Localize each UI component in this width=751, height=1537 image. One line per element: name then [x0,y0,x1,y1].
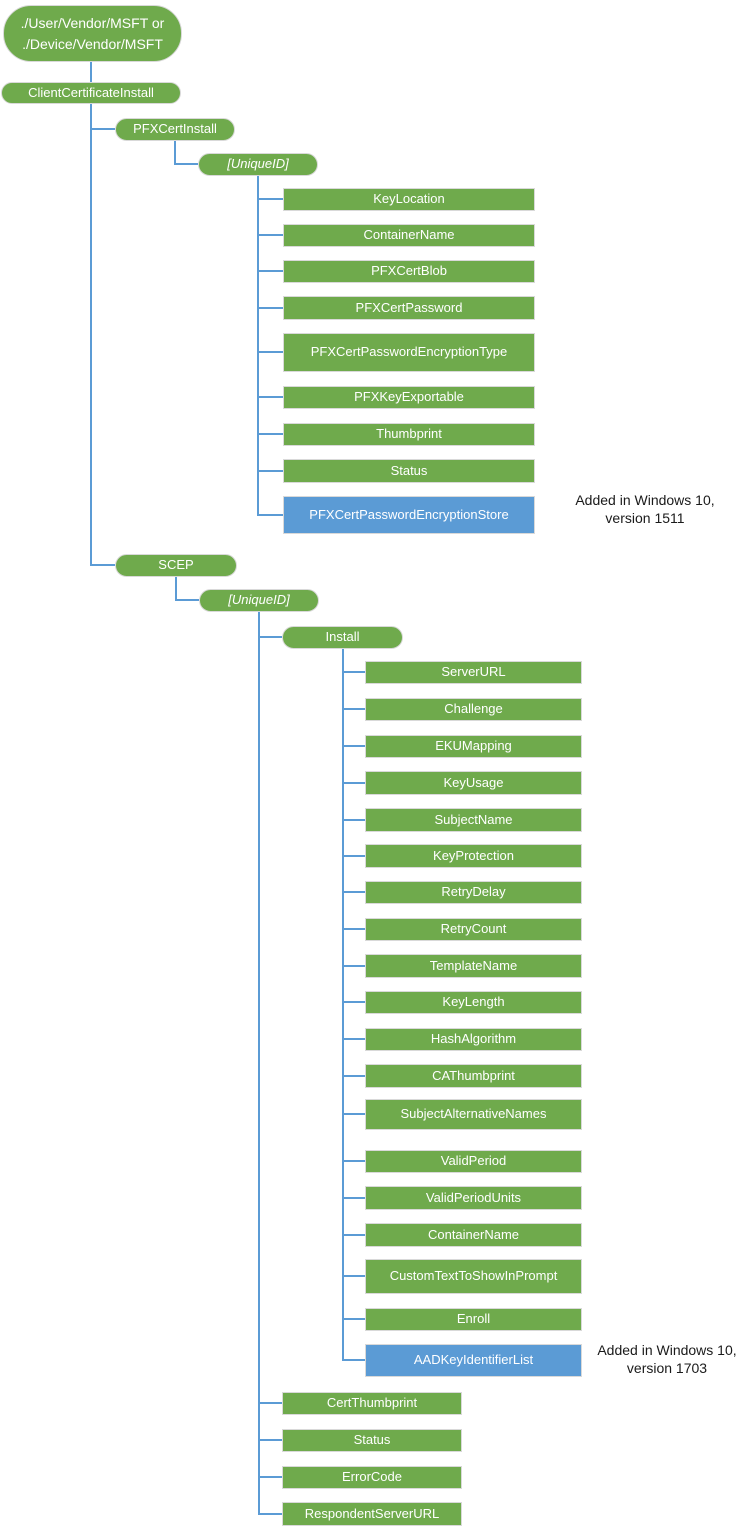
node-clientcertificateinstall: ClientCertificateInstall [1,82,181,104]
annotation-1511-line1: Added in Windows 10, [575,492,715,508]
node-enroll: Enroll [365,1308,582,1331]
node-challenge: Challenge [365,698,582,721]
connector-stub [257,514,283,516]
connector-stub [342,1001,365,1003]
node-root-path: ./User/Vendor/MSFT or ./Device/Vendor/MS… [3,5,182,62]
node-install: Install [282,626,403,649]
connector-stub-scep [90,564,115,566]
node-validperiodunits: ValidPeriodUnits [365,1186,582,1210]
connector-stub [342,1038,365,1040]
node-scep: SCEP [115,554,237,577]
connector-stub [258,1439,282,1441]
node-keylocation: KeyLocation [283,188,535,211]
connector-pfx-uniqueid-vertical [257,176,259,516]
annotation-1703-line2: version 1703 [626,1360,708,1377]
connector-stub [342,965,365,967]
connector-stub-scep-uniqueid [175,599,199,601]
connector-stub-pfxcertinstall [90,128,115,130]
connector-scep-drop [175,577,177,601]
connector-stub [342,671,365,673]
node-thumbprint: Thumbprint [283,423,535,446]
node-status-pfx: Status [283,459,535,483]
node-keyprotection: KeyProtection [365,844,582,868]
node-retrycount: RetryCount [365,918,582,941]
connector-stub [342,855,365,857]
node-hashalgorithm: HashAlgorithm [365,1028,582,1051]
connector-stub-pfx-uniqueid [174,163,198,165]
node-customtexttoshowinprompt: CustomTextToShowInPrompt [365,1259,582,1294]
node-serverurl: ServerURL [365,661,582,684]
connector-stub [257,307,283,309]
connector-stub [257,234,283,236]
connector-scep-uniqueid-vertical [258,612,260,1515]
node-pfxcertblob: PFXCertBlob [283,260,535,283]
connector-stub [342,782,365,784]
node-pfxcertinstall: PFXCertInstall [115,118,235,141]
root-path-line1: ./User/Vendor/MSFT or [20,15,165,32]
connector-stub [257,433,283,435]
connector-stub [342,1197,365,1199]
connector-stub [257,470,283,472]
connector-stub [342,1160,365,1162]
node-pfx-uniqueid: [UniqueID] [198,153,318,176]
connector-stub [257,396,283,398]
node-containername-pfx: ContainerName [283,224,535,247]
connector-stub [342,819,365,821]
annotation-added-1703: Added in Windows 10, version 1703 [583,1341,751,1377]
connector-stub [258,1402,282,1404]
node-pfxcertpasswordencryptiontype: PFXCertPasswordEncryptionType [283,333,535,372]
connector-stub [342,928,365,930]
connector-stub-install [258,636,282,638]
connector-stub [342,891,365,893]
node-certthumbprint: CertThumbprint [282,1392,462,1415]
annotation-1703-line1: Added in Windows 10, [597,1342,737,1358]
node-scep-uniqueid: [UniqueID] [199,589,319,612]
connector-stub [342,1359,365,1361]
connector-root-drop [90,62,92,82]
connector-stub [258,1476,282,1478]
connector-stub [257,198,283,200]
connector-stub [342,1234,365,1236]
connector-stub [342,1113,365,1115]
node-keyusage: KeyUsage [365,771,582,795]
annotation-1511-line2: version 1511 [605,510,685,527]
node-ekumapping: EKUMapping [365,735,582,758]
connector-stub [342,745,365,747]
connector-stub [258,1513,282,1515]
connector-main-vertical [90,103,92,566]
connector-stub [342,1318,365,1320]
node-pfxcertpassword: PFXCertPassword [283,296,535,320]
node-containername-scep: ContainerName [365,1223,582,1247]
node-keylength: KeyLength [365,991,582,1014]
connector-stub [342,1275,365,1277]
node-aadkeyidentifierlist: AADKeyIdentifierList [365,1344,582,1377]
connector-pfxcertinstall-drop [174,141,176,165]
connector-stub [257,270,283,272]
node-cathumbprint: CAThumbprint [365,1064,582,1088]
node-pfxkeyexportable: PFXKeyExportable [283,386,535,409]
connector-stub [342,1075,365,1077]
node-status-scep: Status [282,1429,462,1452]
node-validperiod: ValidPeriod [365,1150,582,1173]
node-pfxcertpasswordencryptionstore: PFXCertPasswordEncryptionStore [283,496,535,534]
node-subjectalternativenames: SubjectAlternativeNames [365,1099,582,1130]
connector-install-vertical [342,649,344,1361]
root-path-line2: ./Device/Vendor/MSFT [22,35,163,52]
annotation-added-1511: Added in Windows 10, version 1511 [543,491,747,527]
node-retrydelay: RetryDelay [365,881,582,904]
node-subjectname: SubjectName [365,808,582,832]
connector-stub [257,351,283,353]
node-templatename: TemplateName [365,954,582,978]
node-respondentserverurl: RespondentServerURL [282,1502,462,1526]
node-errorcode: ErrorCode [282,1466,462,1489]
connector-stub [342,708,365,710]
